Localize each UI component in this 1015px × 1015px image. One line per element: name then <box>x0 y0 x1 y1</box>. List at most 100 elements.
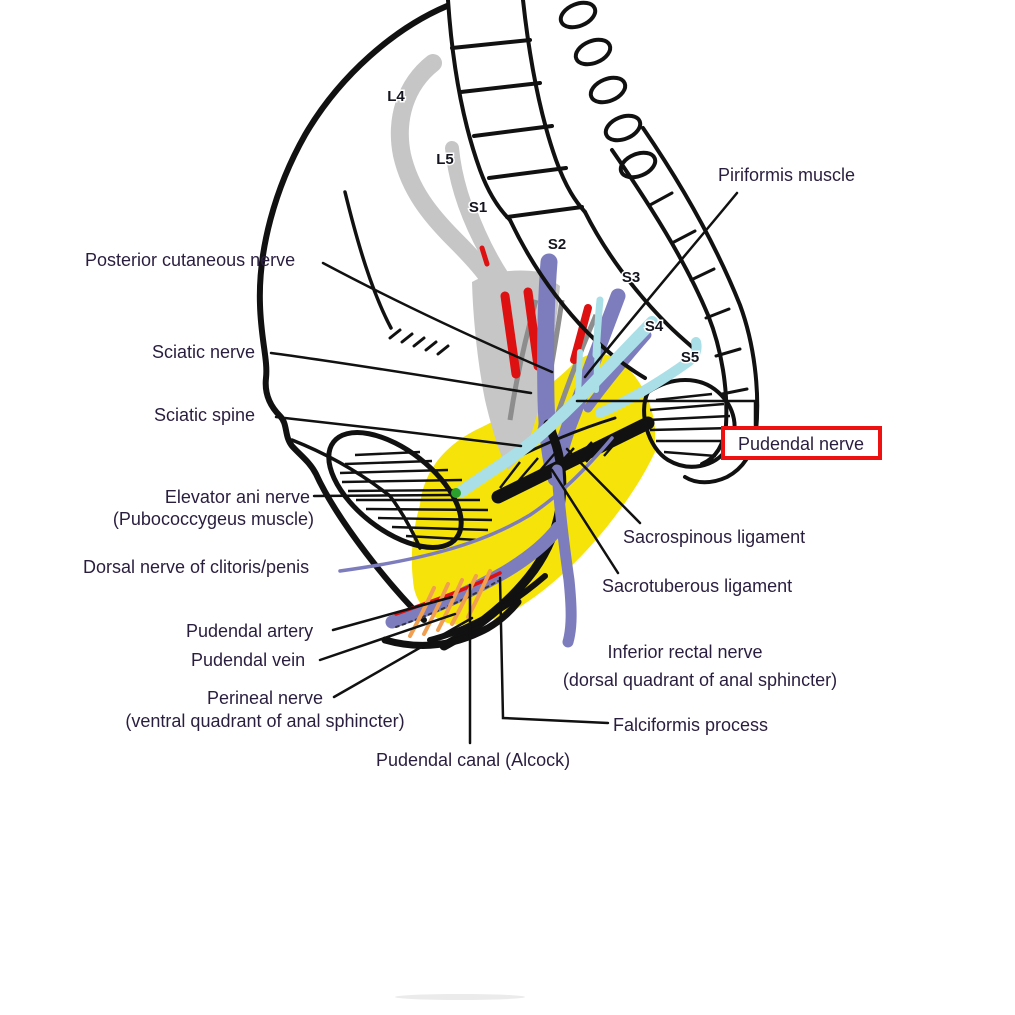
sacrum-posterior-edge <box>583 210 700 354</box>
pudendal-neurovascular-structures <box>338 296 702 648</box>
dorsal-nerve-clitoris-penis-line <box>338 436 614 573</box>
leader-pudendal-artery <box>331 595 454 632</box>
leader-sacrospinous <box>565 447 642 525</box>
ischiopubic-inner-line <box>290 438 422 550</box>
elevator-ani-nerve-band <box>456 316 658 497</box>
label-perineal-nerve: Perineal nerve <box>207 688 323 708</box>
iliac-inner-line <box>343 190 393 330</box>
neurovascular-bundle-lower-edge <box>381 598 522 649</box>
leader-perineal-nerve <box>332 616 474 699</box>
spinous-process <box>573 37 613 67</box>
highlight-red-box <box>721 426 882 460</box>
obturator-hatching <box>339 450 493 542</box>
disc-line <box>505 205 584 219</box>
pudendal-nerve-highlight: Pudendal nerve <box>721 426 882 460</box>
piriformis-fiber <box>570 304 592 364</box>
label-sciatic-spine: Sciatic spine <box>154 405 255 425</box>
label-elevator-ani-nerve: Elevator ani nerve <box>165 487 310 507</box>
segment-tick <box>689 267 716 282</box>
trunk-l4-band <box>390 54 499 289</box>
label-sciatic-nerve: Sciatic nerve <box>152 342 255 362</box>
leader-falciformis <box>498 576 610 725</box>
disc-line <box>459 81 542 94</box>
spine-label-s5: S5 <box>681 349 699 366</box>
dash-mark <box>412 336 426 348</box>
segment-tick <box>704 307 731 320</box>
vertebral-column-left-edge <box>446 0 512 222</box>
obturator-hatched-bean <box>326 430 493 550</box>
coccyx-hatching <box>647 392 733 458</box>
orange-fiber <box>436 578 464 632</box>
pecten-dash-marks <box>388 328 450 356</box>
label-falciformis-process: Falciformis process <box>613 715 768 735</box>
label-pudendal-artery: Pudendal artery <box>186 621 313 641</box>
segment-tick <box>670 229 697 245</box>
sacrum-anterior-edge <box>508 218 647 380</box>
disc-line <box>450 38 532 50</box>
leader-sciatic-nerve <box>269 351 533 395</box>
label-piriformis-muscle: Piriformis muscle <box>718 165 855 185</box>
pudendal-vein-dotted-edge <box>395 580 499 628</box>
piriformis-fiber <box>523 287 543 371</box>
dash-mark <box>400 332 414 344</box>
piriformis-fiber <box>479 245 490 267</box>
dash-mark <box>388 328 402 340</box>
dash-mark <box>424 340 438 352</box>
label-sacrotuberous-ligament: Sacrotuberous ligament <box>602 576 792 596</box>
sacral-crest-outer-curve <box>641 126 760 485</box>
yellow-region-lower-edge <box>427 573 548 643</box>
leader-elevator-ani <box>312 493 452 498</box>
spine-label-l4: L4 <box>387 88 405 105</box>
piriformis-fiber <box>500 291 521 379</box>
yellow-ligament-area <box>411 353 655 625</box>
segment-tick <box>714 347 742 358</box>
intervertebral-disc-lines <box>450 38 584 219</box>
spine-label-s2: S2 <box>548 236 566 253</box>
leader-sacrotuberous <box>550 468 620 575</box>
leader-piriformis <box>583 191 739 379</box>
label-posterior-cutaneous-nerve: Posterior cutaneous nerve <box>85 250 295 270</box>
spine-label-s3: S3 <box>622 269 640 286</box>
spine-label-l5: L5 <box>436 151 454 168</box>
leader-sciatic-spine <box>274 415 523 448</box>
segment-tick <box>720 387 749 396</box>
spinous-process <box>618 150 658 180</box>
orange-fiber <box>408 586 436 638</box>
dash-mark <box>436 344 450 356</box>
sacral-segment-ticks <box>648 191 749 396</box>
vertebral-column-right-edge <box>521 0 587 214</box>
sacrospinous-ligament-band <box>491 416 655 504</box>
label-sacrospinous-ligament: Sacrospinous ligament <box>623 527 805 547</box>
nerve-root-s2 <box>537 253 565 487</box>
cyan-twig <box>592 296 604 359</box>
leader-pudendal-vein <box>318 612 457 662</box>
spinous-process-chain <box>558 0 658 180</box>
label-ventral-quadrant: (ventral quadrant of anal sphincter) <box>125 711 404 731</box>
nerve-ending-green-tip <box>451 488 461 498</box>
orange-fiber <box>422 582 450 636</box>
disc-line <box>472 124 554 138</box>
disc-line <box>487 166 568 180</box>
spine-level-labels: L4 L5 S1 S2 S3 S4 S5 <box>386 87 701 368</box>
label-pudendal-nerve: Pudendal nerve <box>738 434 864 454</box>
leader-lines <box>269 191 757 745</box>
spine-label-s4: S4 <box>645 318 664 335</box>
cyan-twig <box>575 349 583 398</box>
label-dorsal-quadrant: (dorsal quadrant of anal sphincter) <box>563 670 837 690</box>
scan-smudge <box>395 994 525 1000</box>
leader-posterior-cutaneous <box>321 261 554 374</box>
leader-pudendal-nerve <box>575 399 757 430</box>
label-pudendal-vein: Pudendal vein <box>191 650 305 670</box>
label-pudendal-canal: Pudendal canal (Alcock) <box>376 750 570 770</box>
inferior-rectal-nerve-band <box>551 464 577 648</box>
orange-fiber <box>450 574 478 626</box>
sacrotuberous-ligament-region <box>411 353 655 625</box>
label-inferior-rectal-nerve: Inferior rectal nerve <box>607 642 762 662</box>
spine-label-s1: S1 <box>469 199 487 216</box>
annotation-labels: Posterior cutaneous nerve Sciatic nerve … <box>83 165 882 770</box>
spinous-process <box>588 75 628 105</box>
label-pubococcygeus-muscle: (Pubococcygeus muscle) <box>113 509 314 529</box>
pelvis-outer-outline <box>256 3 450 623</box>
